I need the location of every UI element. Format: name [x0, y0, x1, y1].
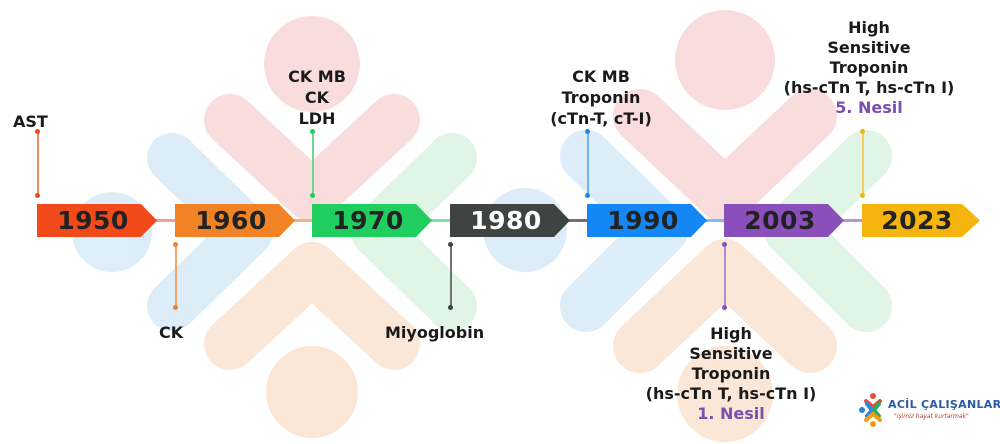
stem-1980: [450, 244, 452, 308]
year-label: 1960: [195, 206, 267, 235]
year-arrow-1970: 1970: [312, 204, 432, 237]
stem-2003: [724, 244, 726, 308]
connector-1960-1970: [292, 219, 314, 222]
year-label: 2023: [881, 206, 953, 235]
stem-dot: [173, 305, 178, 310]
label-line: Troponin: [561, 88, 641, 107]
label-hs-troponin-2003: High Sensitive Troponin (hs-cTn T, hs-cT…: [626, 324, 836, 424]
label-line: Troponin: [829, 58, 909, 77]
stem-dot: [585, 129, 590, 134]
year-arrow-2003: 2003: [724, 204, 844, 237]
stem-dot: [173, 242, 178, 247]
label-line: CK: [304, 88, 330, 107]
label-line: CK MB: [288, 67, 346, 86]
label-line: High: [848, 18, 890, 37]
label-line: High: [710, 324, 752, 343]
generation-label: 5. Nesil: [835, 98, 903, 117]
year-label: 2003: [744, 206, 816, 235]
stem-1990: [587, 131, 589, 196]
connector-2003-2023: [840, 219, 864, 222]
label-line: LDH: [298, 109, 336, 128]
year-arrow-2023: 2023: [862, 204, 980, 237]
label-line: Miyoglobin: [385, 323, 485, 342]
label-line: Sensitive: [827, 38, 911, 57]
logo-icon: [859, 393, 882, 427]
label-ast: AST: [13, 111, 48, 132]
label-ckmb-1970: CK MB CK LDH: [262, 66, 372, 129]
label-line: (hs-cTn T, hs-cTn I): [645, 384, 817, 403]
connector-1950-1960: [155, 219, 177, 222]
label-line: Sensitive: [689, 344, 773, 363]
stem-dot: [585, 193, 590, 198]
label-hs-troponin-2023: High Sensitive Troponin (hs-cTn T, hs-cT…: [764, 18, 974, 118]
label-line: AST: [13, 112, 48, 131]
stem-dot: [722, 242, 727, 247]
label-line: (cTn-T, cT-I): [550, 109, 652, 128]
year-arrow-1960: 1960: [175, 204, 295, 237]
label-ck: CK: [159, 322, 183, 343]
label-line: Troponin: [691, 364, 771, 383]
year-arrow-1990: 1990: [587, 204, 707, 237]
logo-name: ACİL ÇALIŞANLARI: [888, 398, 1000, 411]
stem-2023: [862, 131, 864, 196]
stem-1950: [37, 131, 39, 196]
label-troponin-1990: CK MB Troponin (cTn-T, cT-I): [528, 66, 674, 129]
label-line: CK: [159, 323, 184, 342]
label-line: (hs-cTn T, hs-cTn I): [783, 78, 955, 97]
stem-dot: [722, 305, 727, 310]
stem-dot: [35, 193, 40, 198]
stem-dot: [35, 129, 40, 134]
stem-1960: [175, 244, 177, 308]
stem-dot: [860, 129, 865, 134]
label-line: CK MB: [572, 67, 630, 86]
generation-label: 1. Nesil: [697, 404, 765, 423]
stem-dot: [310, 193, 315, 198]
stem-dot: [860, 193, 865, 198]
year-label: 1990: [607, 206, 679, 235]
stem-dot: [310, 129, 315, 134]
year-arrow-1980: 1980: [450, 204, 570, 237]
stem-1970: [312, 131, 314, 196]
connector-1990-2003: [703, 219, 725, 222]
year-label: 1970: [332, 206, 404, 235]
connector-1980-1990: [566, 219, 588, 222]
year-arrow-1950: 1950: [37, 204, 157, 237]
stem-dot: [448, 305, 453, 310]
connector-1970-1980: [429, 219, 451, 222]
logo-slogan: "işimiz hayat kurtarmak": [894, 413, 969, 420]
year-label: 1980: [470, 206, 542, 235]
year-label: 1950: [57, 206, 129, 235]
brand-logo: ACİL ÇALIŞANLARI "işimiz hayat kurtarmak…: [858, 392, 1000, 440]
label-miyoglobin: Miyoglobin: [385, 322, 484, 343]
stem-dot: [448, 242, 453, 247]
